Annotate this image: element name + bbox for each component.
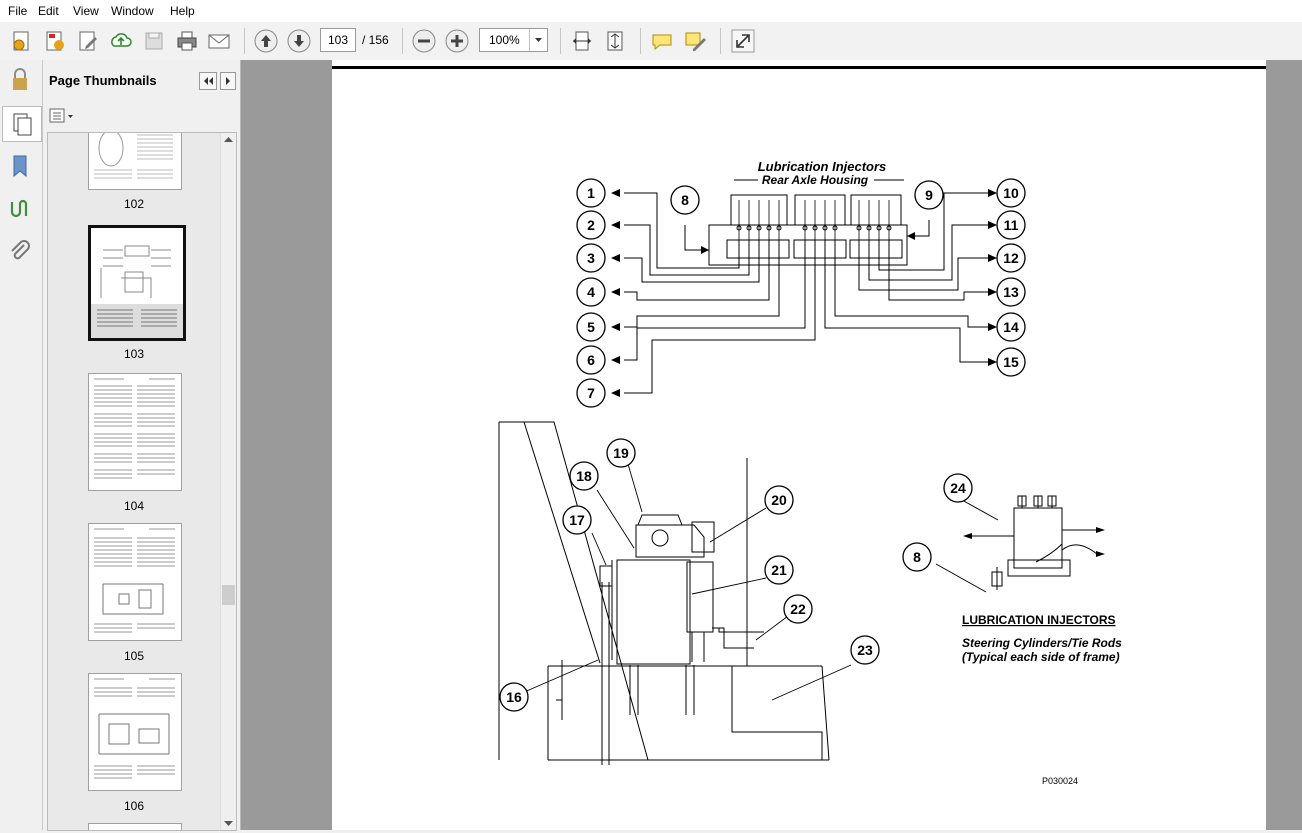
fit-width-icon[interactable] [570, 29, 594, 53]
callout-20: 20 [771, 492, 787, 508]
callout-8-inset: 8 [913, 549, 921, 565]
callout-21: 21 [771, 562, 787, 578]
menu-help[interactable]: Help [170, 4, 195, 18]
highlight-icon[interactable] [684, 29, 708, 53]
thumbnail-label-105: 105 [123, 649, 145, 663]
collapse-panel-icon[interactable] [199, 72, 217, 90]
diagram-title-line1: Lubrication Injectors [758, 159, 887, 174]
expand-icon[interactable] [731, 29, 755, 53]
thumbnail-label-102: 102 [123, 197, 145, 211]
panel-title: Page Thumbnails [49, 73, 157, 88]
callout-12: 12 [1003, 250, 1019, 266]
callout-19: 19 [613, 445, 629, 461]
callout-17: 17 [569, 512, 585, 528]
callout-3: 3 [587, 250, 595, 266]
caption-line1: Steering Cylinders/Tie Rods [962, 636, 1122, 650]
bookmark-icon[interactable] [6, 152, 34, 180]
callout-1: 1 [587, 185, 595, 201]
callout-24: 24 [950, 480, 966, 496]
chevron-right-icon[interactable] [220, 72, 236, 90]
toolbar-separator [640, 28, 641, 54]
callout-22: 22 [790, 601, 806, 617]
page-thumbnail-106[interactable] [88, 673, 182, 791]
previous-page-icon[interactable] [254, 29, 278, 53]
page-thumbnails-tab-icon[interactable] [2, 106, 42, 142]
comment-icon[interactable] [650, 29, 674, 53]
callout-7: 7 [587, 385, 595, 401]
edit-pdf-icon[interactable] [76, 29, 100, 53]
pdf-page-103: Lubrication Injectors Rear Axle Housing [332, 60, 1266, 830]
thumbnail-label-104: 104 [123, 499, 145, 513]
page-thumbnail-103[interactable] [88, 225, 186, 341]
thumbnail-options-icon[interactable] [49, 108, 75, 124]
callout-18: 18 [576, 468, 592, 484]
signatures-icon[interactable] [6, 196, 34, 224]
toolbar-separator [560, 28, 561, 54]
chevron-down-icon[interactable] [529, 29, 547, 51]
menu-bar: File Edit View Window Help [0, 0, 1302, 23]
page-thumbnail-102[interactable] [88, 133, 182, 190]
upload-cloud-icon[interactable] [109, 29, 133, 53]
callout-6: 6 [587, 352, 595, 368]
attachment-icon[interactable] [6, 238, 34, 266]
menu-view[interactable]: View [73, 4, 99, 18]
callout-16: 16 [506, 689, 522, 705]
page-number-input[interactable]: 103 [320, 28, 356, 52]
callout-23: 23 [857, 642, 873, 658]
email-icon[interactable] [207, 29, 231, 53]
callout-15: 15 [1003, 354, 1019, 370]
fit-page-icon[interactable] [603, 29, 627, 53]
page-thumbnail-107[interactable] [88, 823, 182, 830]
page-thumbnail-105[interactable] [88, 523, 182, 641]
create-pdf-icon[interactable] [10, 29, 34, 53]
page-thumbnails-panel: Page Thumbnails 102 103 104 105 10 [43, 60, 241, 831]
thumbnail-list: 102 103 104 105 106 [47, 132, 237, 831]
export-pdf-icon[interactable] [43, 29, 67, 53]
toolbar: 103 / 156 100% [0, 22, 1302, 61]
callout-13: 13 [1003, 284, 1019, 300]
callout-8: 8 [681, 192, 689, 208]
callout-10: 10 [1003, 185, 1019, 201]
zoom-value: 100% [489, 33, 520, 47]
zoom-select[interactable]: 100% [479, 28, 548, 52]
caption-line2: (Typical each side of frame) [962, 650, 1120, 664]
thumbnail-scrollbar[interactable] [220, 133, 236, 830]
callout-14: 14 [1003, 319, 1019, 335]
zoom-out-icon[interactable] [412, 29, 436, 53]
save-icon[interactable] [142, 29, 166, 53]
callout-11: 11 [1004, 217, 1019, 233]
callout-5: 5 [587, 319, 595, 335]
menu-window[interactable]: Window [111, 4, 154, 18]
page-thumbnail-104[interactable] [88, 373, 182, 491]
document-view[interactable]: Lubrication Injectors Rear Axle Housing [241, 60, 1302, 830]
print-icon[interactable] [175, 29, 199, 53]
callout-9: 9 [925, 187, 933, 203]
figure-id: P030024 [1042, 776, 1078, 786]
callout-2: 2 [587, 217, 595, 233]
menu-edit[interactable]: Edit [38, 4, 59, 18]
menu-file[interactable]: File [8, 4, 28, 18]
zoom-in-icon[interactable] [445, 29, 469, 53]
callout-4: 4 [587, 284, 595, 300]
diagram-title-line2: Rear Axle Housing [762, 173, 869, 187]
toolbar-separator [720, 28, 721, 54]
toolbar-separator [402, 28, 403, 54]
page-total: / 156 [362, 33, 389, 47]
caption-title: LUBRICATION INJECTORS [962, 613, 1116, 627]
navigation-rail [0, 60, 43, 830]
thumbnail-label-106: 106 [123, 799, 145, 813]
thumbnail-label-103: 103 [123, 347, 145, 361]
lock-icon[interactable] [6, 66, 34, 94]
next-page-icon[interactable] [287, 29, 311, 53]
toolbar-separator [244, 28, 245, 54]
lubrication-diagram: Lubrication Injectors Rear Axle Housing [332, 66, 1266, 786]
